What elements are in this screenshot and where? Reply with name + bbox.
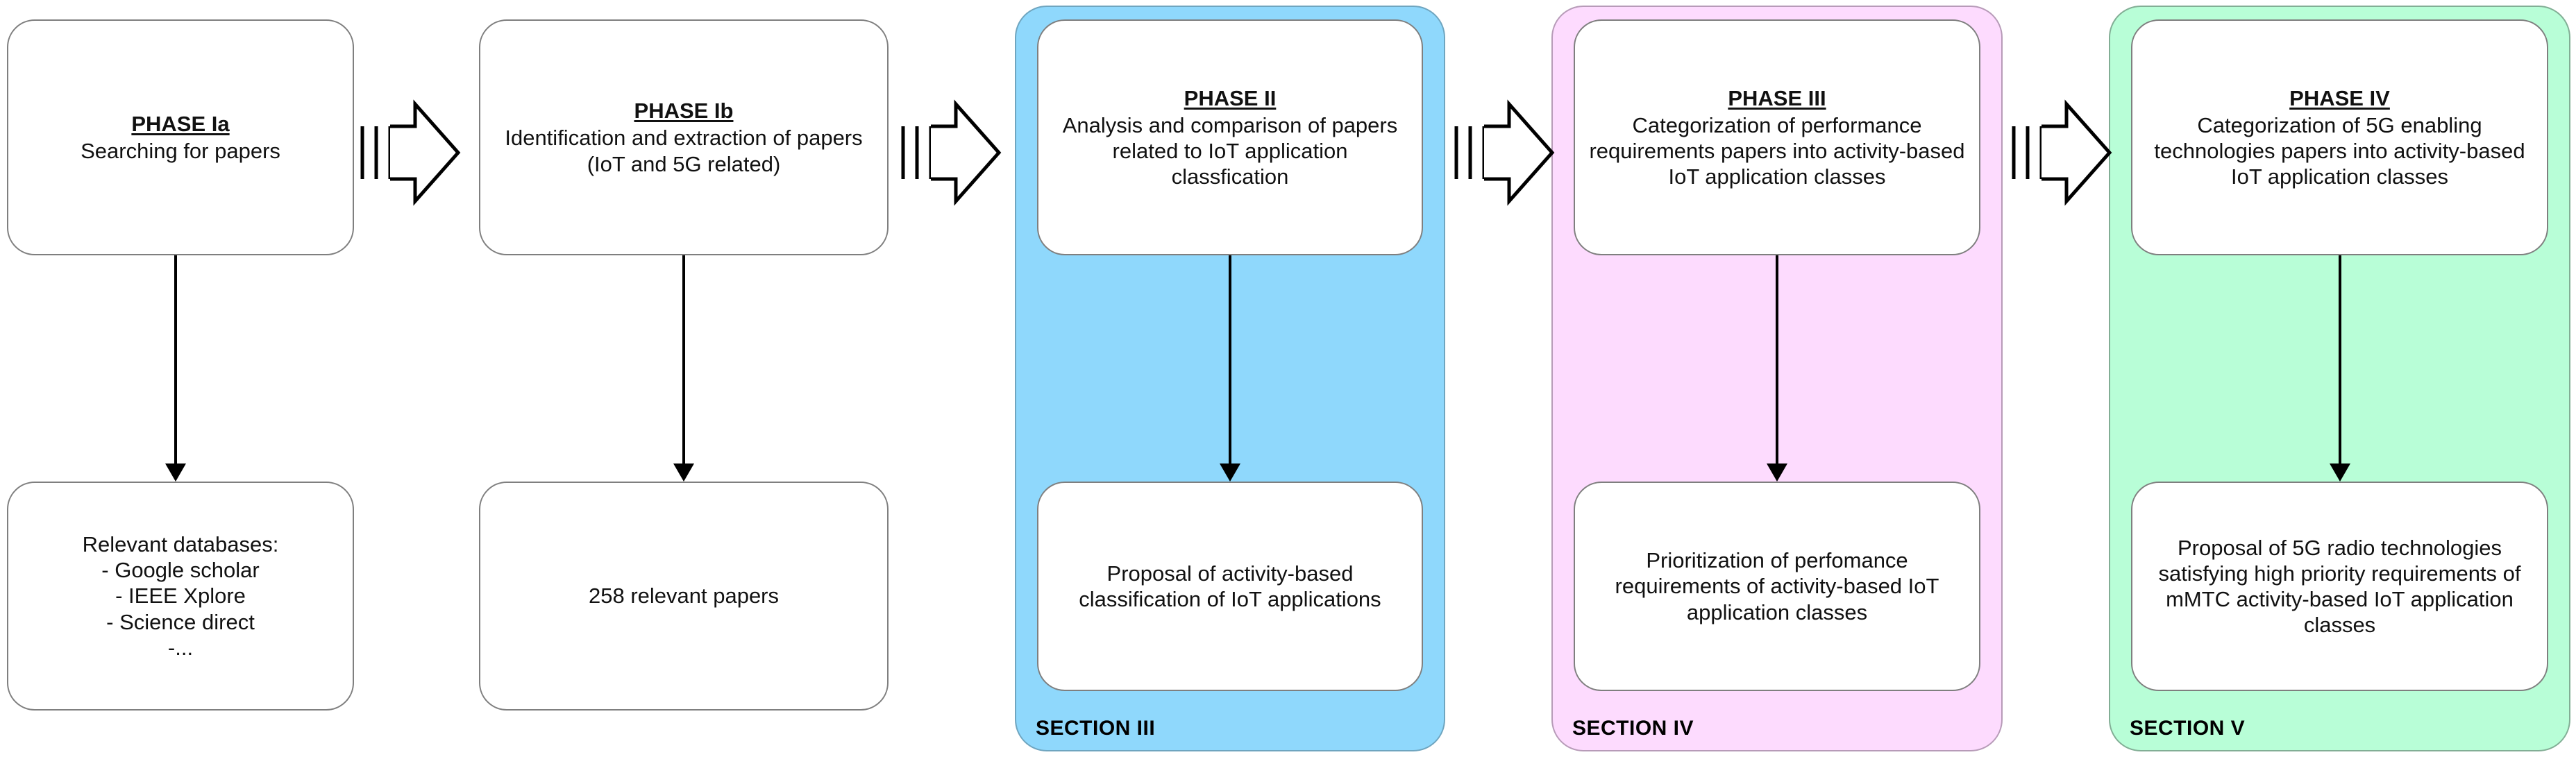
phase-4-body: Categorization of 5G enabling technologi…: [2154, 112, 2525, 189]
phase-4-title: PHASE IV: [2289, 85, 2390, 110]
phase-3-outcome-body: Prioritization of perfomance requirement…: [1615, 548, 1939, 624]
phase-2-body: Analysis and comparison of papers relate…: [1062, 112, 1398, 189]
striped-block-arrow-right-icon-1: [358, 97, 462, 208]
phase-1a-top-box[interactable]: PHASE Ia Searching for papers: [7, 19, 354, 255]
striped-block-arrow-right-icon-4: [2010, 97, 2114, 208]
relevant-databases-body: Relevant databases: - Google scholar - I…: [82, 532, 279, 660]
phase-3-bottom-box[interactable]: Prioritization of perfomance requirement…: [1574, 482, 1980, 691]
phase-2-bottom-box[interactable]: Proposal of activity-based classificatio…: [1037, 482, 1423, 691]
phase-2-title: PHASE II: [1184, 85, 1277, 110]
phase-4-bottom-box[interactable]: Proposal of 5G radio technologies satisf…: [2131, 482, 2548, 691]
phase-1a-bottom-box[interactable]: Relevant databases: - Google scholar - I…: [7, 482, 354, 711]
section-label-v: SECTION V: [2130, 717, 2246, 740]
phase-1b-body: Identification and extraction of papers …: [505, 126, 863, 176]
down-arrow-icon-col4: [1765, 255, 1789, 482]
section-label-iv: SECTION IV: [1572, 717, 1694, 740]
phase-3-top-box[interactable]: PHASE III Categorization of performance …: [1574, 19, 1980, 255]
relevant-papers-count: 258 relevant papers: [588, 584, 780, 609]
phase-1a-body: Searching for papers: [81, 139, 280, 163]
column-phase-2: PHASE II Analysis and comparison of pape…: [1015, 0, 1445, 757]
down-arrow-icon-col3: [1218, 255, 1242, 482]
phase-1b-bottom-box[interactable]: 258 relevant papers: [479, 482, 889, 711]
phase-2-top-box[interactable]: PHASE II Analysis and comparison of pape…: [1037, 19, 1423, 255]
phase-4-top-box[interactable]: PHASE IV Categorization of 5G enabling t…: [2131, 19, 2548, 255]
down-arrow-icon-col1: [164, 255, 187, 482]
column-phase-1a: PHASE Ia Searching for papers Relevant d…: [0, 0, 354, 757]
striped-block-arrow-right-icon-2: [899, 97, 1003, 208]
phase-1a-title: PHASE Ia: [131, 111, 230, 136]
phase-2-outcome-body: Proposal of activity-based classificatio…: [1079, 561, 1381, 611]
phase-3-title: PHASE III: [1728, 85, 1826, 110]
column-phase-1b: PHASE Ib Identification and extraction o…: [472, 0, 889, 757]
phase-1b-title: PHASE Ib: [634, 99, 734, 124]
column-phase-3: PHASE III Categorization of performance …: [1551, 0, 2003, 757]
down-arrow-icon-col2: [672, 255, 696, 482]
column-phase-4: PHASE IV Categorization of 5G enabling t…: [2109, 0, 2570, 757]
striped-block-arrow-right-icon-3: [1452, 97, 1556, 208]
phase-1b-top-box[interactable]: PHASE Ib Identification and extraction o…: [479, 19, 889, 255]
section-label-iii: SECTION III: [1036, 717, 1156, 740]
down-arrow-icon-col5: [2328, 255, 2352, 482]
phase-4-outcome-body: Proposal of 5G radio technologies satisf…: [2158, 535, 2521, 638]
phase-3-body: Categorization of performance requiremen…: [1589, 112, 1965, 189]
